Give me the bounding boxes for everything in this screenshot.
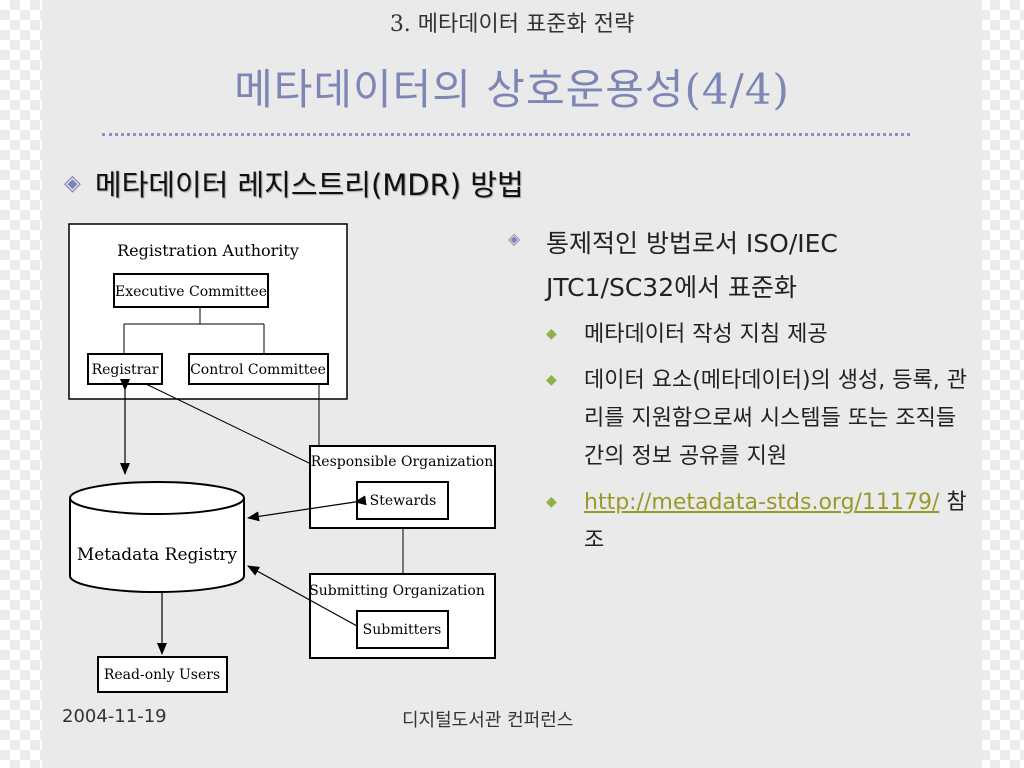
mdr-diagram: Registration Authority Executive Committ… bbox=[68, 223, 496, 693]
sub-bullet-text: http://metadata-stds.org/11179/ 참조 bbox=[584, 484, 968, 560]
registrar-to-responsible-line bbox=[145, 383, 312, 465]
footer-conference: 디지털도서관 컨퍼런스 bbox=[402, 710, 574, 731]
slide-title: 메타데이터의 상호운용성(4/4) bbox=[234, 65, 790, 114]
responsible-organization-label: Responsible Organization bbox=[311, 454, 494, 470]
sub-bullet-text: 데이터 요소(메타데이터)의 생성, 등록, 관리를 지원함으로써 시스템들 또… bbox=[584, 368, 967, 469]
link-suffix: 참조 bbox=[584, 490, 967, 553]
diamond-bullet-icon: ◆ bbox=[546, 494, 557, 510]
metadata-registry-cylinder bbox=[69, 498, 245, 593]
slide-subtitle: 3. 메타데이터 표준화 전략 bbox=[389, 12, 635, 37]
sub-bullet-list: ◆ 메타데이터 작성 지침 제공 ◆ 데이터 요소(메타데이터)의 생성, 등록… bbox=[508, 316, 968, 560]
submitters-box bbox=[356, 610, 449, 649]
submitters-label: Submitters bbox=[363, 622, 442, 638]
sub-bullet: ◆ 데이터 요소(메타데이터)의 생성, 등록, 관리를 지원함으로써 시스템들… bbox=[546, 362, 968, 476]
metadata-registry-label: Metadata Registry bbox=[77, 545, 238, 565]
stewards-box bbox=[356, 481, 449, 520]
diamond-outline-icon: ◈ bbox=[508, 229, 521, 248]
stewards-registry-arrow bbox=[247, 495, 367, 522]
read-only-users-label: Read-only Users bbox=[104, 667, 220, 683]
diamond-bullet-icon: ◆ bbox=[546, 372, 557, 388]
read-only-users-box bbox=[97, 656, 228, 693]
main-bullet-text: 통제적인 방법로서 ISO/IEC JTC1/SC32에서 표준화 bbox=[546, 229, 838, 302]
registrar-label: Registrar bbox=[92, 362, 159, 378]
content-column: ◈ 통제적인 방법로서 ISO/IEC JTC1/SC32에서 표준화 ◆ 메타… bbox=[508, 222, 968, 568]
section-heading-text: 메타데이터 레지스트리(MDR) 방법 bbox=[94, 168, 524, 202]
registration-authority-label: Registration Authority bbox=[117, 241, 299, 260]
metadata-stds-link[interactable]: http://metadata-stds.org/11179/ bbox=[584, 490, 940, 515]
executive-committee-label: Executive Committee bbox=[115, 284, 267, 300]
control-committee-box bbox=[188, 353, 329, 385]
submitters-registry-arrow bbox=[247, 565, 358, 627]
diamond-icon: ◈ bbox=[64, 170, 81, 196]
diamond-bullet-icon: ◆ bbox=[546, 326, 557, 342]
control-committee-label: Control Committee bbox=[190, 362, 326, 378]
executive-committee-box bbox=[113, 273, 269, 308]
submitting-organization-label: Submitting Organization bbox=[309, 583, 485, 599]
footer-date: 2004-11-19 bbox=[62, 706, 167, 727]
slide: 3. 메타데이터 표준화 전략 메타데이터의 상호운용성(4/4) ◈ 메타데이… bbox=[42, 0, 982, 768]
sub-bullet-text: 메타데이터 작성 지침 제공 bbox=[584, 322, 828, 347]
stewards-label: Stewards bbox=[370, 493, 437, 509]
section-heading: ◈ 메타데이터 레지스트리(MDR) 방법 bbox=[64, 162, 524, 204]
sub-bullet: ◆ http://metadata-stds.org/11179/ 참조 bbox=[546, 484, 968, 560]
title-divider bbox=[102, 133, 910, 136]
sub-bullet: ◆ 메타데이터 작성 지침 제공 bbox=[546, 316, 968, 354]
main-bullet: ◈ 통제적인 방법로서 ISO/IEC JTC1/SC32에서 표준화 bbox=[508, 222, 968, 310]
